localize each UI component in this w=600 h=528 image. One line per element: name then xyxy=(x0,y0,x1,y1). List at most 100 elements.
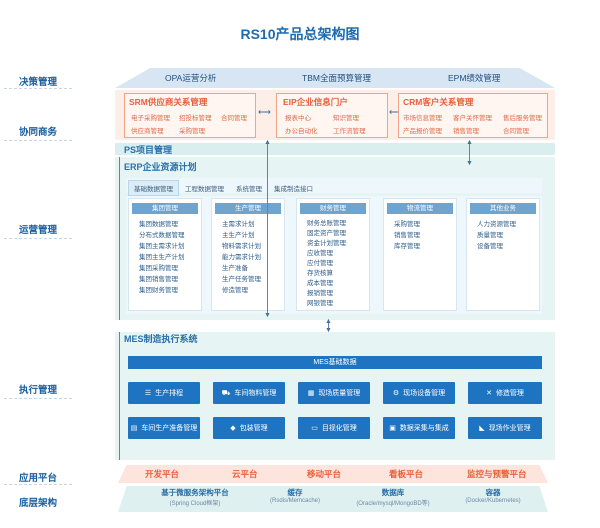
erp-column-title: 集团管理 xyxy=(132,203,198,214)
erp-column-title: 财务管理 xyxy=(300,203,366,214)
connector-line xyxy=(469,142,470,164)
crm-title: CRM客户关系管理 xyxy=(403,97,474,107)
app-platform-item: 云平台 xyxy=(232,469,258,479)
srm-box: SRM供应商关系管理 电子采购管理 招投标管理 合同管理 供应商管理 采购管理 xyxy=(124,93,256,138)
eip-item: 报表中心 xyxy=(285,115,311,122)
row-label-app-platform: 应用平台 xyxy=(18,473,57,484)
srm-item: 合同管理 xyxy=(221,115,247,122)
row-divider xyxy=(4,398,72,399)
erp-column-item: 成本管理 xyxy=(307,280,333,287)
erp-column-item: 财务总账管理 xyxy=(307,220,346,227)
erp-column-item: 应付管理 xyxy=(307,260,333,267)
erp-column-group: 集团管理 集团数据管理 分布式数据管理 集团主需求计划 集团主生产计划 集团采购… xyxy=(128,198,202,311)
erp-column-item: 集团采购管理 xyxy=(139,265,178,272)
arrow-down-icon: ▼ xyxy=(264,312,271,319)
tab-system-management[interactable]: 系统管理 xyxy=(236,186,262,193)
erp-column-other: 其他业务 人力资源管理 质量管理 设备管理 xyxy=(466,198,540,311)
row-label-execution: 执行管理 xyxy=(18,385,57,396)
erp-column-item: 集团销售管理 xyxy=(139,276,178,283)
crm-item: 产品报价管理 xyxy=(403,128,442,135)
eip-item: 知识管理 xyxy=(333,115,359,122)
mes-module-repair[interactable]: ✕修造管理 xyxy=(468,382,542,404)
quality-icon: ▦ xyxy=(307,390,315,397)
base-arch-band xyxy=(118,486,548,512)
srm-title: SRM供应商关系管理 xyxy=(129,97,208,107)
mes-module-preparation[interactable]: ▤车间生产准备管理 xyxy=(128,417,200,439)
crm-item: 合同管理 xyxy=(503,128,529,135)
mes-module-schedule[interactable]: ☰生产排程 xyxy=(128,382,200,404)
row-divider xyxy=(4,484,72,485)
erp-column-item: 存货核算 xyxy=(307,270,333,277)
arrow-up-icon: ▲ xyxy=(325,318,332,325)
mes-base-data: MES基础数据 xyxy=(128,356,542,369)
database-icon: ▣ xyxy=(389,425,396,432)
base-arch-sub: (Oracle/mysql/MongoBD等) xyxy=(356,501,430,507)
base-arch-sub: (Spring Cloud框架) xyxy=(169,501,221,507)
base-arch-item: 数据库 (Oracle/mysql/MongoBD等) xyxy=(343,487,443,507)
erp-column-item: 采购管理 xyxy=(394,221,420,228)
bidirectional-arrow-icon: ⟷ xyxy=(389,107,402,117)
base-arch-sub: (Rsdis/Memcache) xyxy=(269,498,320,504)
erp-column-item: 设备管理 xyxy=(477,243,503,250)
mes-module-data-collection[interactable]: ▣数据采集与集成 xyxy=(383,417,455,439)
clipboard-icon: ▤ xyxy=(130,425,138,432)
erp-tab-bar xyxy=(126,178,542,193)
arrow-up-icon: ▲ xyxy=(264,139,271,146)
mes-title: MES制造执行系统 xyxy=(124,334,198,344)
forklift-icon: ⛟ xyxy=(221,389,231,397)
erp-column-production: 生产管理 主需求计划 主生产计划 物料需求计划 能力需求计划 生产准备 生产任务… xyxy=(211,198,285,311)
erp-column-logistics: 物流管理 采购管理 销售管理 库存管理 xyxy=(383,198,457,311)
mes-left-rule xyxy=(119,332,120,460)
decision-item-tbm: TBM全面预算管理 xyxy=(302,73,371,83)
app-platform-item: 看板平台 xyxy=(389,469,424,479)
mes-module-label: 车间生产准备管理 xyxy=(141,425,198,432)
erp-column-item: 人力资源管理 xyxy=(477,221,516,228)
schedule-icon: ☰ xyxy=(144,390,152,397)
crm-item: 销售管理 xyxy=(453,128,479,135)
mes-module-device[interactable]: ⚙现场设备管理 xyxy=(383,382,455,404)
base-arch-item: 缓存 (Rsdis/Memcache) xyxy=(250,487,340,504)
erp-column-item: 报销管理 xyxy=(307,290,333,297)
erp-column-item: 能力需求计划 xyxy=(222,254,261,261)
base-arch-title: 缓存 xyxy=(287,488,303,497)
mes-module-visual[interactable]: ▭目视化管理 xyxy=(298,417,370,439)
monitor-icon: ▭ xyxy=(311,425,318,432)
erp-column-finance: 财务管理 财务总账管理 固定资产管理 资金计划管理 应收管理 应付管理 存货核算… xyxy=(296,198,370,311)
erp-column-item: 销售管理 xyxy=(394,232,420,239)
base-arch-title: 数据库 xyxy=(381,488,405,497)
erp-column-item: 主生产计划 xyxy=(222,232,255,239)
row-label-collaboration: 协同商务 xyxy=(18,127,57,138)
erp-column-item: 主需求计划 xyxy=(222,221,255,228)
mes-module-label: 现场设备管理 xyxy=(403,390,446,397)
erp-column-item: 修造管理 xyxy=(222,287,248,294)
app-platform-item: 开发平台 xyxy=(145,469,180,479)
eip-item: 工作流管理 xyxy=(333,128,366,135)
mes-module-quality[interactable]: ▦现场质量管理 xyxy=(298,382,370,404)
eip-box: EIP企业信息门户 报表中心 知识管理 办公自动化 工作流管理 xyxy=(276,93,388,138)
row-label-base-arch: 底层架构 xyxy=(18,498,57,509)
erp-column-item: 集团财务管理 xyxy=(139,287,178,294)
erp-column-item: 固定资产管理 xyxy=(307,230,346,237)
app-platform-item: 监控与预警平台 xyxy=(467,469,527,479)
row-divider xyxy=(4,140,72,141)
mes-module-label: 数据采集与集成 xyxy=(399,425,449,432)
connector-line xyxy=(328,321,329,331)
tab-integration[interactable]: 集成制造接口 xyxy=(274,186,313,193)
mes-module-packaging[interactable]: ◆包装管理 xyxy=(213,417,285,439)
row-divider xyxy=(4,238,72,239)
erp-column-item: 生产准备 xyxy=(222,265,248,272)
connector-line xyxy=(267,142,268,316)
crm-item: 客户关怀管理 xyxy=(453,115,492,122)
tab-basic-data[interactable]: 基础数据管理 xyxy=(128,180,179,196)
erp-column-item: 网银管理 xyxy=(307,300,333,307)
tab-engineering-data[interactable]: 工程数据管理 xyxy=(185,186,224,193)
erp-column-item: 质量管理 xyxy=(477,232,503,239)
package-icon: ◆ xyxy=(230,425,236,432)
crm-item: 市场信息管理 xyxy=(403,115,442,122)
arrow-down-icon: ▼ xyxy=(325,327,332,334)
mes-module-operation[interactable]: ◣现场作业管理 xyxy=(468,417,542,439)
row-label-operation: 运营管理 xyxy=(18,225,57,236)
app-platform-item: 移动平台 xyxy=(307,469,342,479)
mes-module-material[interactable]: ⛟车间物料管理 xyxy=(213,382,285,404)
srm-item: 招投标管理 xyxy=(179,115,212,122)
